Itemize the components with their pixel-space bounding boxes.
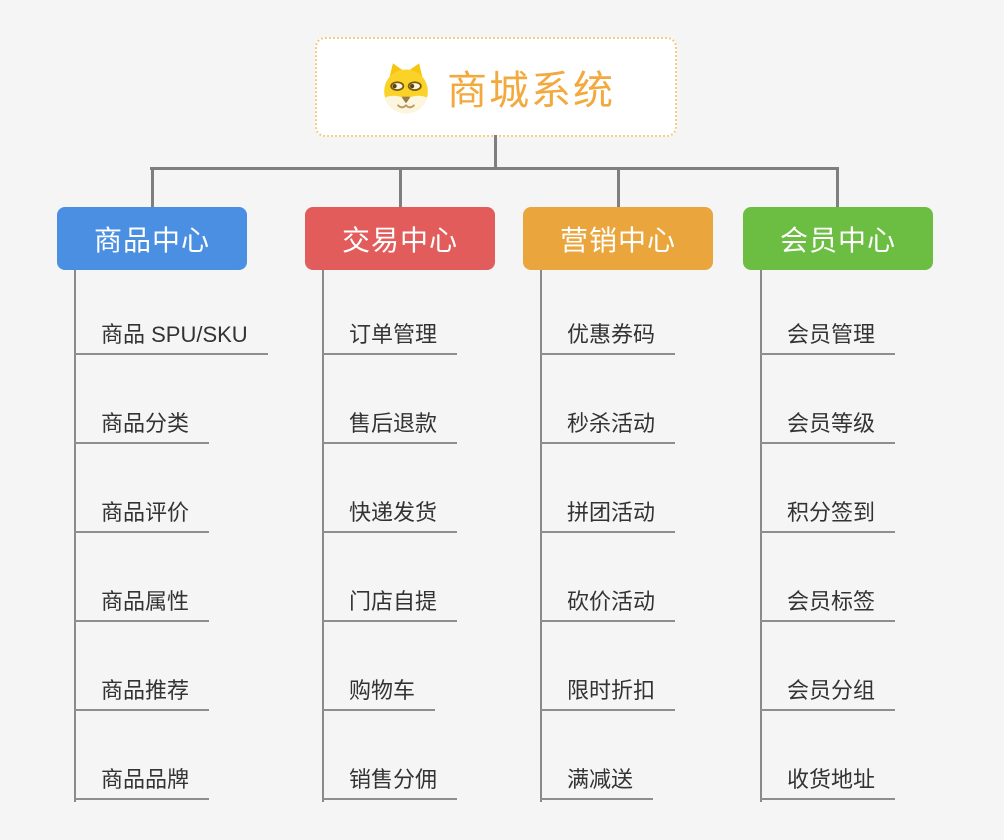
branch-product-center: 商品中心 商品 SPU/SKU 商品分类 商品评价 商品属性 商品推荐 商品品牌 — [57, 207, 319, 807]
subtopic[interactable]: 门店自提 — [322, 586, 458, 622]
branch-topic-product-center[interactable]: 商品中心 — [57, 207, 247, 270]
subtopic[interactable]: 商品评价 — [74, 497, 210, 533]
connector-horizontal-line — [150, 167, 839, 170]
connector-drop-line — [617, 168, 620, 207]
subtopic[interactable]: 销售分佣 — [322, 764, 458, 800]
subtopic[interactable]: 秒杀活动 — [540, 408, 676, 444]
connector-drop-line — [836, 168, 839, 207]
subtopic[interactable]: 会员标签 — [760, 586, 896, 622]
subtopic[interactable]: 积分签到 — [760, 497, 896, 533]
subtopic[interactable]: 商品属性 — [74, 586, 210, 622]
subtopic[interactable]: 商品推荐 — [74, 675, 210, 711]
root-topic-title: 商城系统 — [447, 69, 615, 113]
branch-member-center: 会员中心 会员管理 会员等级 积分签到 会员标签 会员分组 收货地址 — [743, 207, 1004, 807]
connector-root-stem — [494, 135, 497, 168]
branch-trunk-line — [322, 270, 324, 802]
branch-topic-marketing-center[interactable]: 营销中心 — [523, 207, 713, 270]
connector-drop-line — [399, 168, 402, 207]
branch-topic-trade-center[interactable]: 交易中心 — [305, 207, 495, 270]
branch-topic-member-center[interactable]: 会员中心 — [743, 207, 933, 270]
subtopic[interactable]: 优惠券码 — [540, 319, 676, 355]
subtopic[interactable]: 限时折扣 — [540, 675, 676, 711]
subtopic[interactable]: 会员分组 — [760, 675, 896, 711]
dog-face-icon — [377, 59, 435, 115]
subtopic[interactable]: 售后退款 — [322, 408, 458, 444]
subtopic[interactable]: 购物车 — [322, 675, 436, 711]
branch-trunk-line — [760, 270, 762, 802]
branch-trunk-line — [540, 270, 542, 802]
subtopic[interactable]: 会员管理 — [760, 319, 896, 355]
subtopic[interactable]: 收货地址 — [760, 764, 896, 800]
subtopic[interactable]: 订单管理 — [322, 319, 458, 355]
subtopic[interactable]: 砍价活动 — [540, 586, 676, 622]
subtopic[interactable]: 拼团活动 — [540, 497, 676, 533]
root-topic[interactable]: 商城系统 — [315, 37, 677, 137]
branch-trade-center: 交易中心 订单管理 售后退款 快递发货 门店自提 购物车 销售分佣 — [305, 207, 567, 807]
branch-marketing-center: 营销中心 优惠券码 秒杀活动 拼团活动 砍价活动 限时折扣 满减送 — [523, 207, 785, 807]
subtopic[interactable]: 商品分类 — [74, 408, 210, 444]
subtopic[interactable]: 快递发货 — [322, 497, 458, 533]
branch-trunk-line — [74, 270, 76, 802]
subtopic[interactable]: 会员等级 — [760, 408, 896, 444]
subtopic[interactable]: 商品 SPU/SKU — [74, 319, 268, 355]
connector-drop-line — [151, 168, 154, 207]
subtopic[interactable]: 商品品牌 — [74, 764, 210, 800]
subtopic[interactable]: 满减送 — [540, 764, 654, 800]
